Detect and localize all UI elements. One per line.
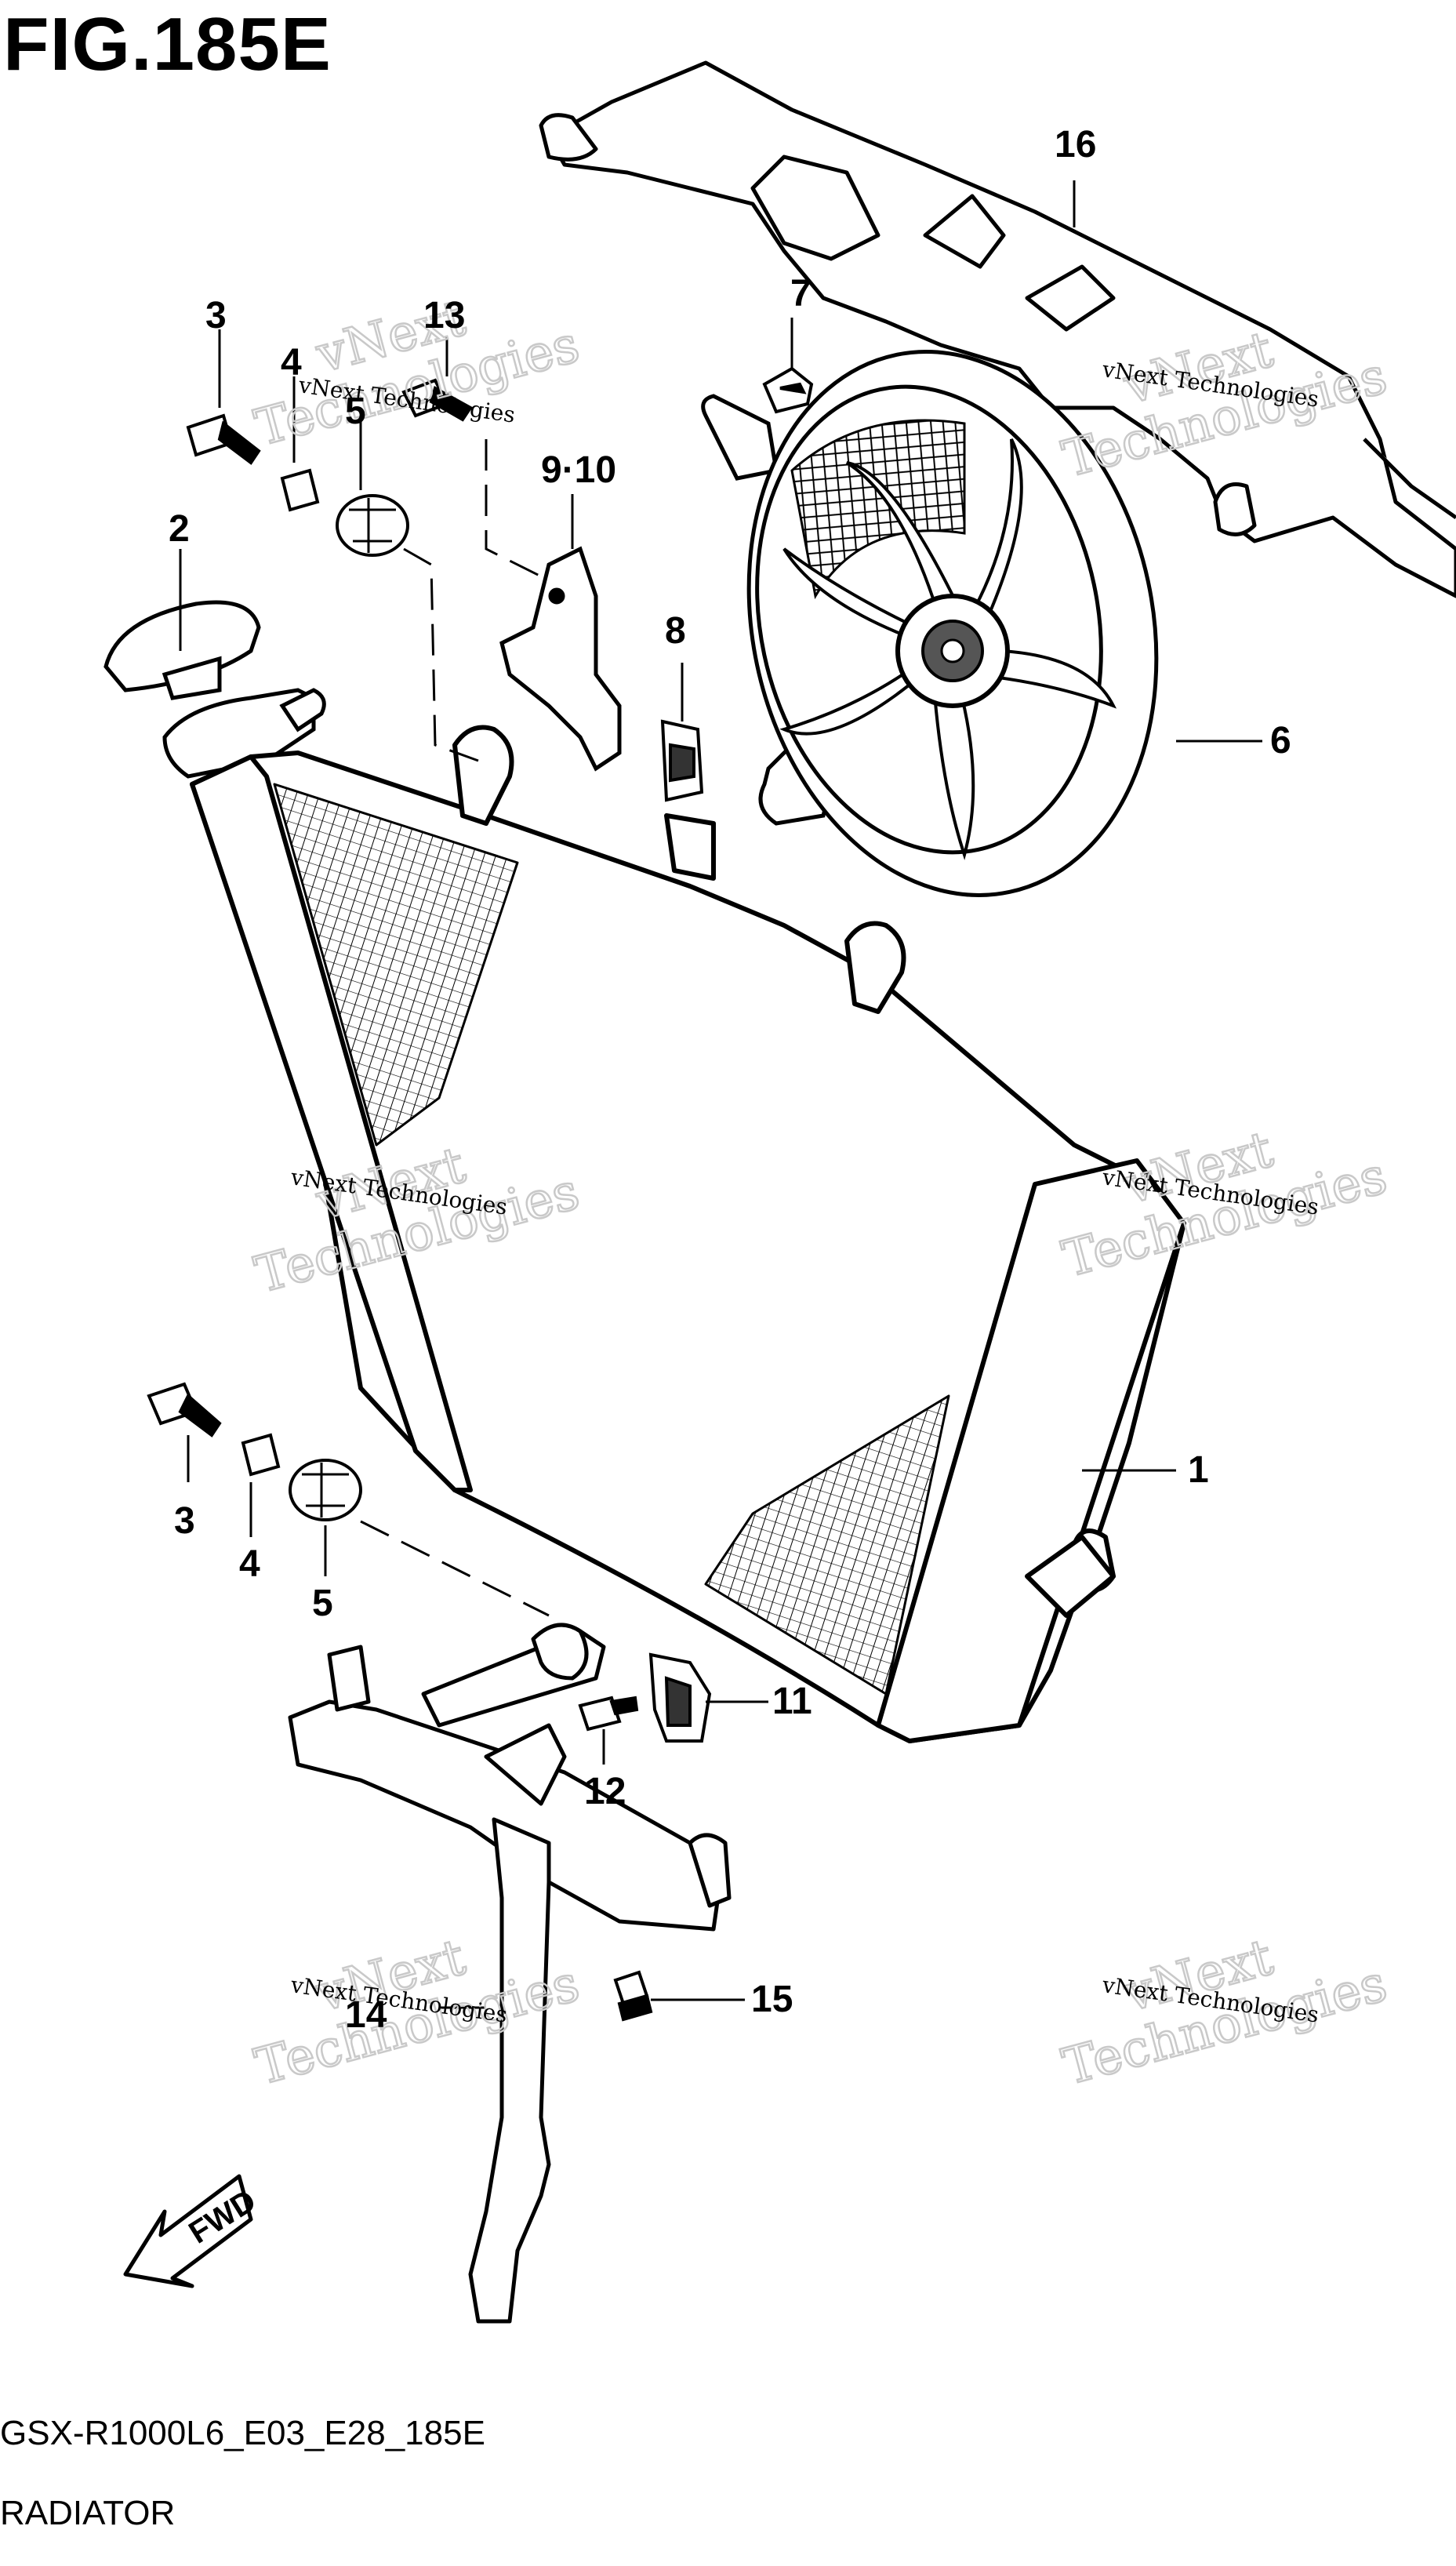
callout-15: 15 (751, 1979, 793, 2020)
clip-part-11 (648, 1652, 712, 1743)
model-code: GSX-R1000L6_E03_E28_185E (0, 2414, 485, 2452)
callout-3-bottom: 3 (174, 1500, 195, 1542)
lower-bracket-part-14 (288, 1623, 732, 2324)
callout-9-10: 9·10 (541, 449, 616, 491)
callout-13: 13 (423, 295, 465, 336)
radiator-cap-part-2 (103, 600, 326, 779)
clip-part-8 (660, 719, 704, 802)
bolt-part-3-top (186, 413, 261, 465)
grommet-part-5-top (336, 494, 409, 557)
leader-lines (179, 180, 1262, 2009)
cooling-fan-part-6 (701, 350, 1159, 897)
radiator-core-part-1 (190, 725, 1186, 1743)
group-name: RADIATOR (0, 2494, 176, 2532)
callout-labels: 1 2 3 3 4 4 5 5 6 7 8 9·10 11 12 13 14 1… (169, 124, 1291, 2036)
bolt-part-12 (578, 1696, 639, 1732)
callout-5-top: 5 (345, 391, 366, 432)
collar-part-4-bottom (241, 1433, 281, 1477)
callout-4-top: 4 (281, 342, 302, 383)
figure-title: FIG.185E (3, 2, 332, 86)
callout-2: 2 (169, 508, 190, 550)
callout-11: 11 (772, 1681, 812, 1722)
bolt-part-3-bottom (147, 1382, 222, 1437)
bracket-part-9-10 (499, 546, 622, 772)
bolt-part-15 (613, 1970, 653, 2022)
bolt-part-7 (762, 366, 814, 414)
forward-direction-arrow: FWD (123, 2174, 262, 2288)
callout-7: 7 (790, 273, 812, 314)
callout-5-bottom: 5 (312, 1583, 333, 1624)
callout-16: 16 (1055, 124, 1096, 165)
collar-part-4-top (280, 468, 320, 512)
bolt-part-13 (401, 378, 473, 422)
callout-14: 14 (345, 1994, 387, 2036)
callout-3-top: 3 (205, 295, 227, 336)
callout-8: 8 (665, 610, 686, 652)
callout-12: 12 (584, 1771, 626, 1812)
callout-6: 6 (1270, 720, 1291, 761)
callout-4-bottom: 4 (239, 1543, 260, 1585)
shroud-bracket-part-16 (539, 60, 1456, 598)
callout-1: 1 (1188, 1449, 1209, 1491)
grommet-part-5-bottom (289, 1459, 362, 1521)
